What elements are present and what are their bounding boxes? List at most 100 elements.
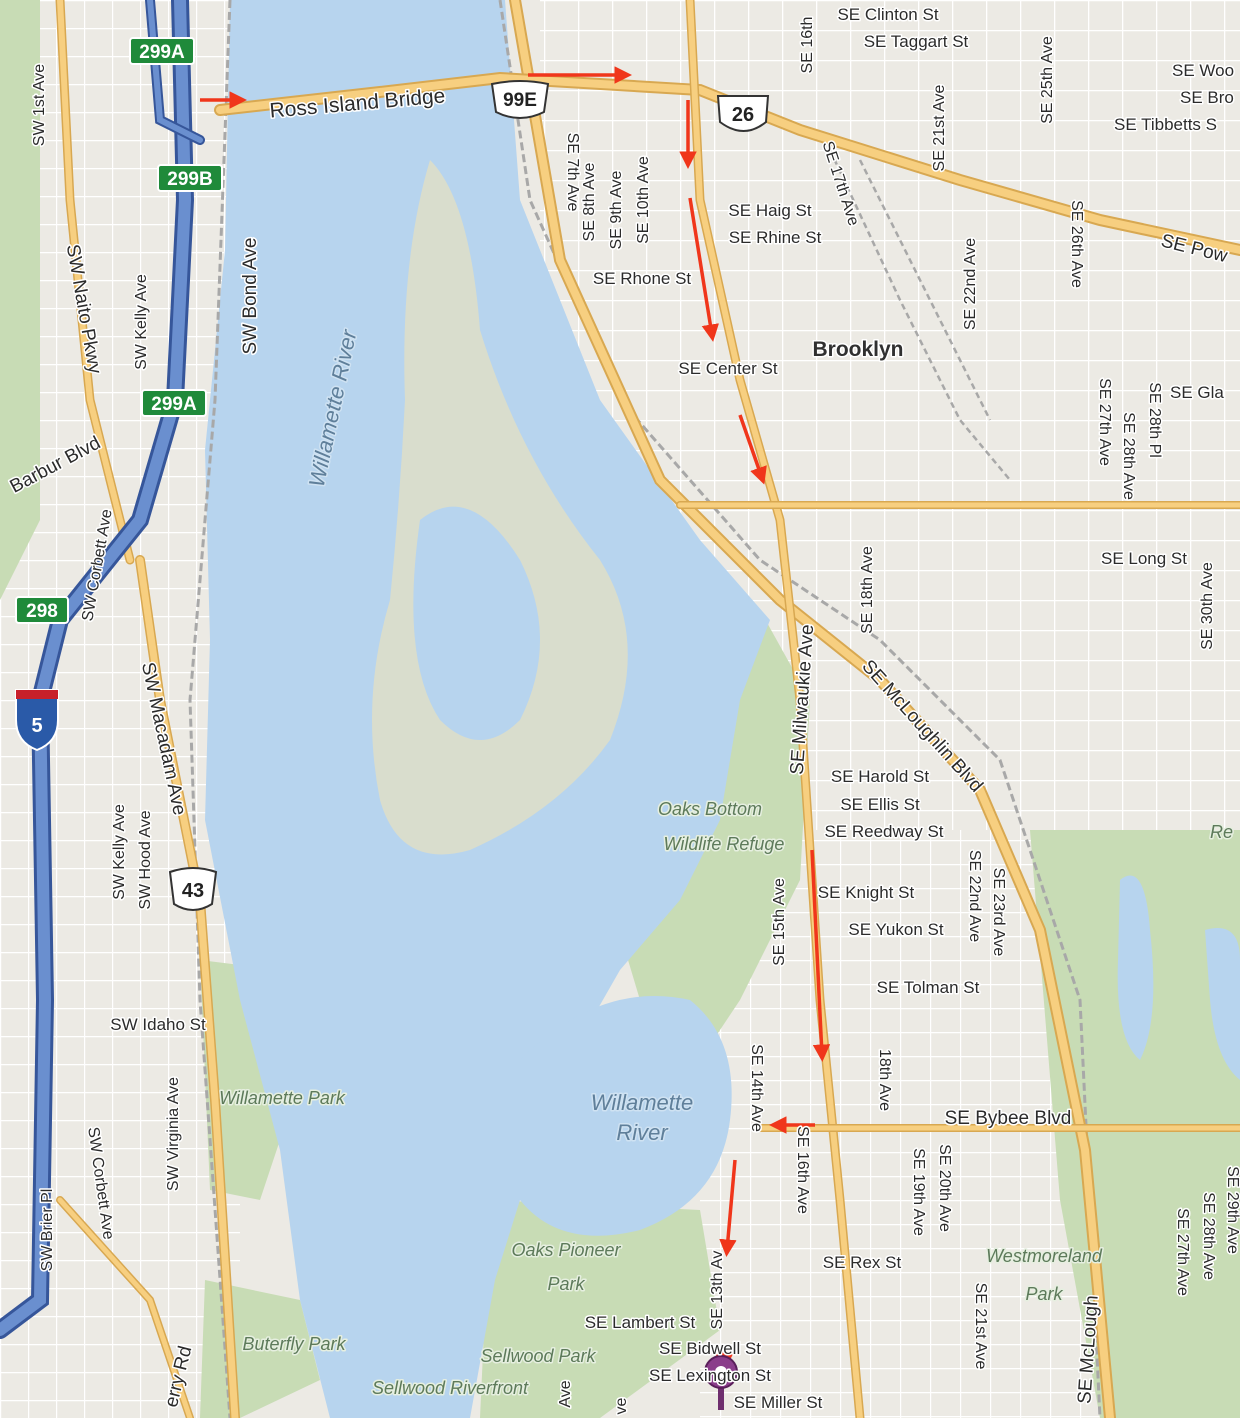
interstate-5-shield: 5	[15, 689, 59, 752]
sw-kelly-low-label: SW Kelly Ave	[111, 804, 128, 900]
se-16th-top-label: SE 16th	[799, 17, 816, 74]
se-18th-mid-label: SE 18th Ave	[859, 546, 876, 634]
se-bybee-label: SE Bybee Blvd	[945, 1108, 1072, 1129]
route-arrow-6	[810, 849, 831, 1062]
se-miller-label: SE Miller St	[734, 1393, 823, 1412]
svg-text:26: 26	[732, 104, 754, 126]
se-23rd-low-label: SE 23rd Ave	[990, 868, 1007, 957]
destination-marker[interactable]	[704, 1355, 738, 1410]
westmoreland-lake	[1117, 875, 1154, 1060]
se-8th-label: SE 8th Ave	[581, 162, 598, 241]
se-18th-low-label: 18th Ave	[876, 1049, 893, 1111]
route-arrow-4	[688, 197, 719, 342]
se-30th-label: SE 30th Ave	[1199, 562, 1216, 650]
se-rhone-label: SE Rhone St	[593, 269, 692, 288]
exit-shield-298: 298	[15, 596, 69, 624]
west-hills-park	[0, 0, 40, 600]
willamette-park-label: Willamette Park	[219, 1088, 346, 1108]
se-9th-label: SE 9th Ave	[608, 170, 625, 249]
willamette-river-lower-label-1: Willamette	[591, 1090, 694, 1115]
se-clinton-label: SE Clinton St	[837, 5, 938, 24]
re-partial-label: Re	[1210, 822, 1233, 842]
sellwood-park-label: Sellwood Park	[480, 1346, 596, 1366]
sw-1st-label: SW 1st Ave	[31, 64, 48, 147]
us-26-shield: 26	[716, 95, 770, 132]
oaks-pioneer-area	[480, 1200, 720, 1418]
brooklyn-label: Brooklyn	[812, 338, 903, 361]
svg-text:299B: 299B	[167, 169, 212, 190]
svg-text:298: 298	[26, 601, 58, 622]
se-haig-label: SE Haig St	[728, 201, 811, 220]
sw-idaho-label: SW Idaho St	[110, 1015, 206, 1034]
sellwood-riverfront-label: Sellwood Riverfront	[372, 1378, 529, 1398]
se-lexington-label: SE Lexington St	[649, 1366, 771, 1385]
sw-hood-label: SW Hood Ave	[137, 810, 154, 909]
route-99e-shield: 99E	[490, 80, 550, 119]
ave-partial-2-label: ve	[613, 1397, 630, 1414]
se-ellis-label: SE Ellis St	[840, 795, 920, 814]
se-27th-low-label: SE 27th Ave	[1174, 1208, 1191, 1296]
se-21st-top-label: SE 21st Ave	[931, 84, 948, 171]
oaks-bottom-label-2: Wildlife Refuge	[664, 834, 785, 854]
east-pond	[1205, 928, 1240, 1080]
se-tolman-label: SE Tolman St	[877, 978, 980, 997]
se-26th-label: SE 26th Ave	[1068, 200, 1085, 288]
svg-text:299A: 299A	[139, 42, 185, 63]
se-lambert-label: SE Lambert St	[585, 1313, 696, 1332]
sw-bond-label: SW Bond Ave	[240, 238, 261, 355]
se-20th-low-label: SE 20th Ave	[936, 1144, 953, 1232]
se-rex-label: SE Rex St	[823, 1253, 902, 1272]
oaks-lagoon	[520, 996, 732, 1236]
route-43-shield: 43	[168, 867, 218, 911]
se-rhine-label: SE Rhine St	[729, 228, 822, 247]
se-taggart-label: SE Taggart St	[864, 32, 969, 51]
exit-shield-299a-lower: 299A	[141, 389, 207, 417]
se-bidwell-label: SE Bidwell St	[659, 1339, 761, 1358]
se-21st-low-label: SE 21st Ave	[972, 1283, 989, 1370]
se-27th-mid-label: SE 27th Ave	[1096, 378, 1113, 466]
exit-shield-299a-top: 299A	[129, 37, 195, 65]
svg-text:5: 5	[31, 715, 42, 737]
route-arrow-5	[738, 414, 767, 485]
se-13th-label: SE 13th Av	[709, 1251, 726, 1330]
se-gla-label: SE Gla	[1170, 383, 1224, 402]
se-tibbetts-label: SE Tibbetts S	[1114, 115, 1217, 134]
se-22nd-low-label: SE 22nd Ave	[966, 850, 983, 942]
se-woo-label: SE Woo	[1172, 61, 1234, 80]
se-28th-pl-label: SE 28th Pl	[1146, 382, 1163, 458]
se-7th-label: SE 7th Ave	[564, 133, 581, 212]
oaks-pioneer-label-1: Oaks Pioneer	[511, 1240, 621, 1260]
se-25th-label: SE 25th Ave	[1039, 36, 1056, 124]
se-15th-label: SE 15th Ave	[771, 878, 788, 966]
rail-yard	[828, 149, 1011, 481]
westmoreland-label-2: Park	[1025, 1284, 1063, 1304]
se-28th-mid-label: SE 28th Ave	[1120, 412, 1137, 500]
exit-shield-299b: 299B	[157, 164, 223, 192]
sw-brier-label: SW Brier Pl	[39, 1189, 56, 1272]
sw-virginia-label: SW Virginia Ave	[165, 1077, 182, 1191]
se-center-label: SE Center St	[678, 359, 777, 378]
route-arrow-8	[719, 1159, 737, 1257]
svg-text:299A: 299A	[151, 394, 197, 415]
se-long-label: SE Long St	[1101, 549, 1187, 568]
se-harold-label: SE Harold St	[831, 767, 930, 786]
se-14th-label: SE 14th Ave	[748, 1044, 765, 1132]
se-16th-low-label: SE 16th Ave	[794, 1126, 811, 1214]
rail-line-west	[188, 0, 232, 1418]
se-22nd-top-label: SE 22nd Ave	[962, 238, 979, 330]
se-29th-low-label: SE 29th Ave	[1224, 1166, 1240, 1254]
butterfly-park-label: Buterfly Park	[242, 1334, 346, 1354]
svg-text:43: 43	[182, 880, 204, 902]
svg-text:99E: 99E	[503, 90, 537, 111]
oaks-bottom-label-1: Oaks Bottom	[658, 799, 762, 819]
ave-partial-1-label: Ave	[557, 1380, 574, 1407]
sw-kelly-top-label: SW Kelly Ave	[133, 274, 150, 370]
se-19th-low-label: SE 19th Ave	[910, 1148, 927, 1236]
se-28th-low-label: SE 28th Ave	[1200, 1192, 1217, 1280]
westmoreland-label-1: Westmoreland	[986, 1246, 1103, 1266]
se-knight-label: SE Knight St	[818, 883, 915, 902]
se-10th-label: SE 10th Ave	[635, 156, 652, 244]
willamette-river-lower-label-2: River	[616, 1120, 669, 1145]
